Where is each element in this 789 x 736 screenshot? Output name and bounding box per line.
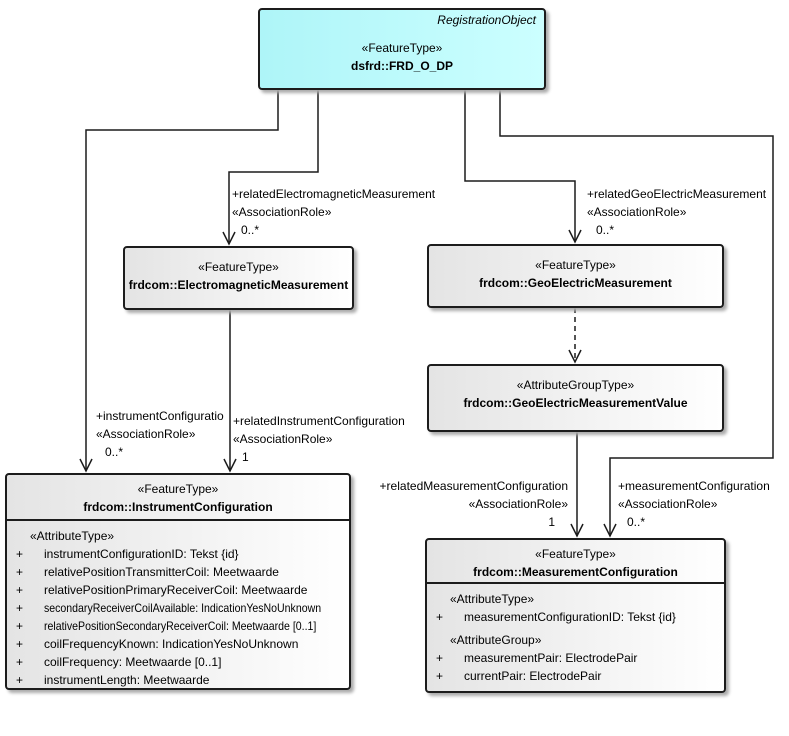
label-related-measurement-configuration: +relatedMeasurementConfiguration «Associ… bbox=[380, 477, 568, 531]
visibility-marker: + bbox=[16, 565, 24, 579]
class-geo-electric-measurement-value[interactable]: «AttributeGroupType» frdcom::GeoElectric… bbox=[427, 364, 724, 432]
attribute-row: + relativePositionPrimaryReceiverCoil: M… bbox=[7, 581, 349, 599]
role-stereotype: «AssociationRole» bbox=[618, 497, 718, 511]
role-name: +relatedGeoElectricMeasurement bbox=[587, 187, 767, 201]
visibility-marker: + bbox=[16, 655, 24, 669]
geo-electric-measurement-stereotype: «FeatureType» bbox=[535, 258, 616, 272]
visibility-marker: + bbox=[436, 610, 444, 624]
class-instrument-configuration[interactable]: «FeatureType» frdcom::InstrumentConfigur… bbox=[5, 473, 351, 690]
attribute-group-header: «AttributeGroup» bbox=[450, 633, 542, 647]
visibility-marker: + bbox=[436, 669, 444, 683]
arrowhead-measurementconfiguration-left bbox=[570, 523, 584, 538]
visibility-marker: + bbox=[16, 583, 24, 597]
attribute-row: + relativePositionTransmitterCoil: Meetw… bbox=[7, 563, 349, 581]
multiplicity: 0..* bbox=[241, 223, 260, 237]
attribute-row: + relativePositionSecondaryReceiverCoil:… bbox=[7, 617, 349, 635]
class-measurement-configuration[interactable]: «FeatureType» frdcom::MeasurementConfigu… bbox=[425, 538, 726, 693]
label-related-instrument-configuration: +relatedInstrumentConfiguration «Associa… bbox=[233, 412, 405, 466]
instrument-configuration-stereotype: «FeatureType» bbox=[137, 482, 219, 496]
attribute-text: coilFrequencyKnown: IndicationYesNoUnkno… bbox=[44, 637, 299, 651]
attribute-row: + coilFrequencyKnown: IndicationYesNoUnk… bbox=[7, 635, 349, 653]
geo-electric-measurement-value-name: frdcom::GeoElectricMeasurementValue bbox=[463, 396, 688, 410]
label-measurement-configuration-role: +measurementConfiguration «AssociationRo… bbox=[618, 477, 770, 531]
frd-o-dp-stereotype: «FeatureType» bbox=[361, 41, 443, 55]
visibility-marker: + bbox=[16, 619, 24, 633]
attribute-row: + coilFrequency: Meetwaarde [0..1] bbox=[7, 653, 349, 671]
class-geo-electric-measurement[interactable]: «FeatureType» frdcom::GeoElectricMeasure… bbox=[427, 244, 724, 308]
role-stereotype: «AssociationRole» bbox=[96, 427, 196, 441]
attribute-text: instrumentConfigurationID: Tekst {id} bbox=[44, 547, 239, 561]
multiplicity: 1 bbox=[242, 450, 249, 464]
arrowhead-geoelectricmeasurement bbox=[568, 229, 582, 244]
label-related-geo-electric-measurement: +relatedGeoElectricMeasurement «Associat… bbox=[587, 185, 766, 239]
attribute-row: + measurementPair: ElectrodePair bbox=[427, 649, 724, 667]
multiplicity: 0..* bbox=[627, 515, 646, 529]
association-line-frd-to-electromagneticmeasurement bbox=[228, 90, 319, 244]
visibility-marker: + bbox=[436, 651, 444, 665]
measurement-configuration-stereotype: «FeatureType» bbox=[535, 547, 616, 561]
geo-electric-measurement-value-stereotype: «AttributeGroupType» bbox=[516, 378, 635, 392]
role-name: +relatedInstrumentConfiguration bbox=[233, 414, 405, 428]
attribute-text: measurementConfigurationID: Tekst {id} bbox=[464, 610, 676, 624]
association-line-frd-to-instrumentconfiguration bbox=[85, 90, 279, 471]
visibility-marker: + bbox=[16, 547, 24, 561]
attribute-row: + currentPair: ElectrodePair bbox=[427, 667, 724, 685]
role-stereotype: «AssociationRole» bbox=[233, 432, 333, 446]
attribute-type-header: «AttributeType» bbox=[450, 592, 535, 606]
role-name: +measurementConfiguration bbox=[618, 479, 770, 493]
multiplicity: 0..* bbox=[105, 445, 124, 459]
registration-object-label: RegistrationObject bbox=[437, 13, 536, 27]
visibility-marker: + bbox=[16, 673, 24, 687]
visibility-marker: + bbox=[16, 601, 24, 615]
attribute-text: currentPair: ElectrodePair bbox=[464, 669, 602, 683]
attribute-text: relativePositionSecondaryReceiverCoil: M… bbox=[44, 619, 317, 633]
role-name: +relatedMeasurementConfiguration bbox=[379, 479, 568, 493]
attribute-text: measurementPair: ElectrodePair bbox=[464, 651, 638, 665]
attribute-text: instrumentLength: Meetwaarde bbox=[44, 673, 210, 687]
instrument-configuration-name: frdcom::InstrumentConfiguration bbox=[83, 500, 273, 514]
electromagnetic-measurement-name: frdcom::ElectromagneticMeasurement bbox=[128, 278, 349, 292]
arrowhead-geovalue bbox=[568, 349, 582, 364]
geo-electric-measurement-name: frdcom::GeoElectricMeasurement bbox=[479, 276, 672, 290]
frd-o-dp-name: dsfrd::FRD_O_DP bbox=[350, 59, 453, 73]
attribute-row: + instrumentConfigurationID: Tekst {id} bbox=[7, 545, 349, 563]
arrowhead-instrumentconfiguration-right bbox=[223, 458, 237, 473]
association-line-frd-to-geoelectricmeasurement bbox=[464, 90, 576, 242]
attribute-row: + instrumentLength: Meetwaarde bbox=[7, 671, 349, 689]
electromagnetic-measurement-stereotype: «FeatureType» bbox=[198, 260, 279, 274]
attribute-text: secondaryReceiverCoilAvailable: Indicati… bbox=[44, 601, 322, 615]
arrowhead-measurementconfiguration-right bbox=[603, 523, 617, 538]
label-instrument-configuration-role: +instrumentConfiguratio «AssociationRole… bbox=[96, 407, 224, 461]
arrowhead-electromagneticmeasurement bbox=[222, 231, 236, 246]
attribute-row: + secondaryReceiverCoilAvailable: Indica… bbox=[7, 599, 349, 617]
attribute-row: + measurementConfigurationID: Tekst {id} bbox=[427, 608, 724, 626]
multiplicity: 1 bbox=[548, 515, 555, 529]
attribute-text: relativePositionPrimaryReceiverCoil: Mee… bbox=[44, 583, 308, 597]
role-name: +instrumentConfiguratio bbox=[96, 409, 224, 423]
role-name: +relatedElectromagneticMeasurement bbox=[232, 187, 436, 201]
visibility-marker: + bbox=[16, 637, 24, 651]
attribute-type-header: «AttributeType» bbox=[30, 529, 115, 543]
measurement-configuration-name: frdcom::MeasurementConfiguration bbox=[473, 565, 678, 579]
attribute-text: coilFrequency: Meetwaarde [0..1] bbox=[44, 655, 222, 669]
multiplicity: 0..* bbox=[596, 223, 615, 237]
role-stereotype: «AssociationRole» bbox=[587, 205, 687, 219]
association-line-frd-to-measurementconfiguration bbox=[499, 90, 774, 536]
label-related-electromagnetic-measurement: +relatedElectromagneticMeasurement «Asso… bbox=[232, 185, 435, 239]
class-frd-o-dp[interactable]: RegistrationObject «FeatureType» dsfrd::… bbox=[258, 8, 546, 90]
class-electromagnetic-measurement[interactable]: «FeatureType» frdcom::ElectromagneticMea… bbox=[123, 246, 354, 310]
role-stereotype: «AssociationRole» bbox=[232, 205, 332, 219]
role-stereotype: «AssociationRole» bbox=[468, 497, 568, 511]
attribute-text: relativePositionTransmitterCoil: Meetwaa… bbox=[44, 565, 279, 579]
arrowhead-instrumentconfiguration-left bbox=[79, 458, 93, 473]
